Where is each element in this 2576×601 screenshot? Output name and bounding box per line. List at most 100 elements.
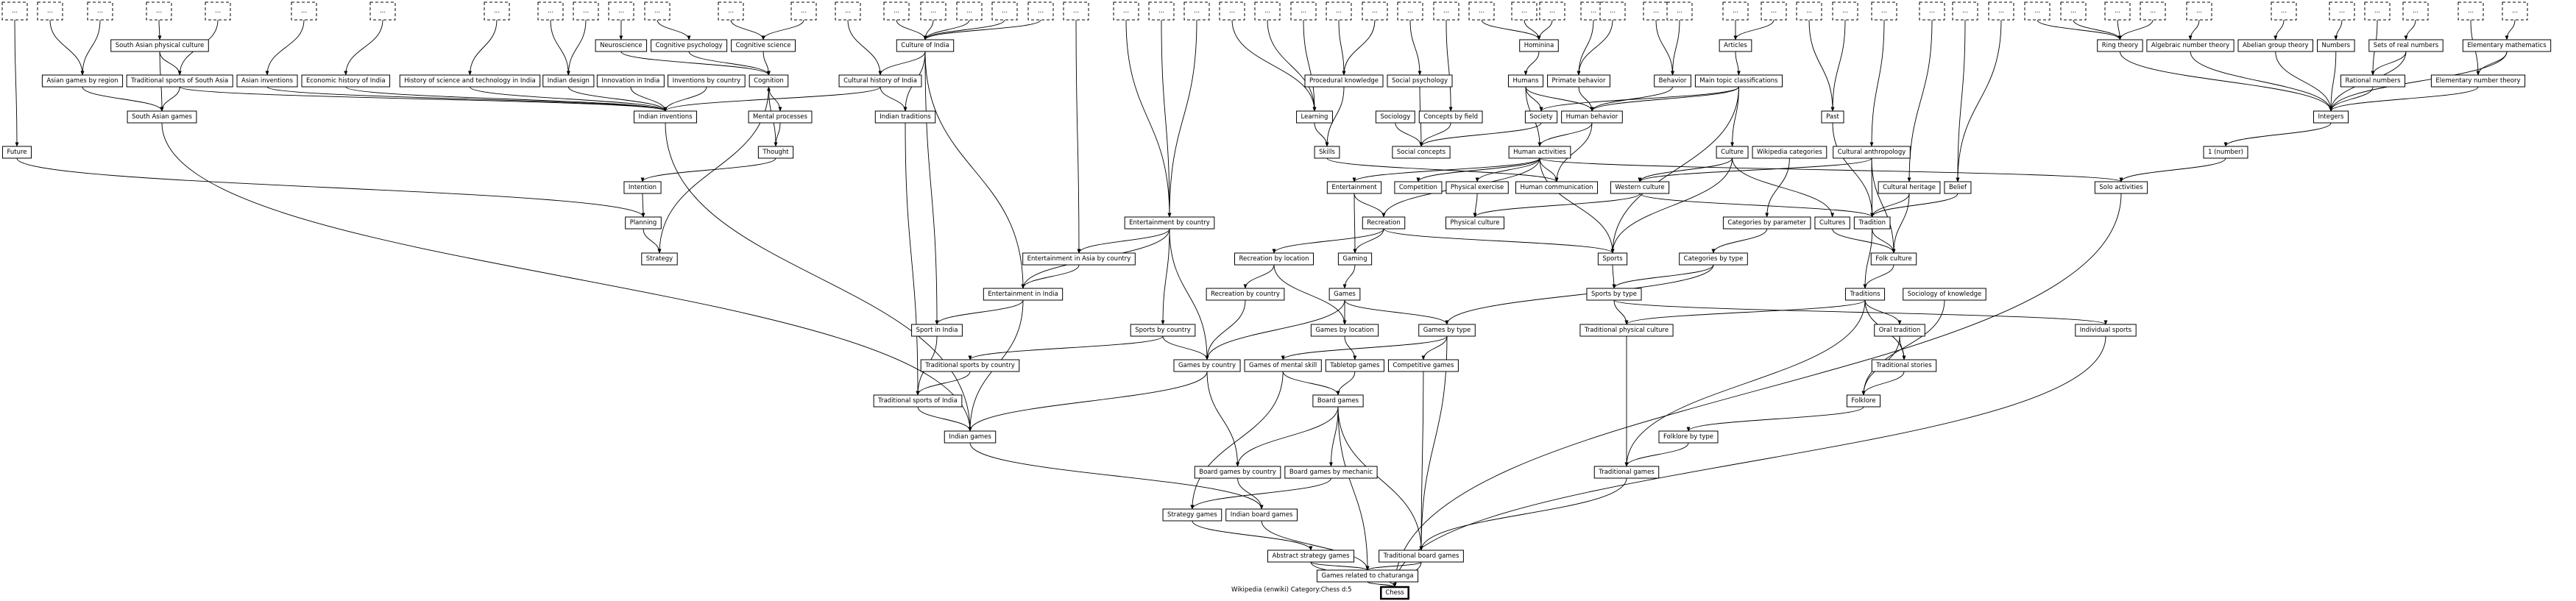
node-traditional-physical-culture[interactable]: Traditional physical culture: [1579, 324, 1674, 337]
node-games-by-country[interactable]: Games by country: [1173, 359, 1241, 372]
node-games-by-location[interactable]: Games by location: [1310, 324, 1379, 337]
stub-node[interactable]: ...: [537, 1, 564, 21]
node-traditional-games[interactable]: Traditional games: [1593, 466, 1660, 479]
stub-node[interactable]: ...: [1871, 1, 1897, 21]
node-concepts-by-field[interactable]: Concepts by field: [1418, 110, 1483, 124]
node-strategy-games[interactable]: Strategy games: [1162, 508, 1222, 522]
node-recreation[interactable]: Recreation: [1362, 216, 1406, 230]
stub-node[interactable]: ...: [2060, 1, 2087, 21]
stub-node[interactable]: ...: [1113, 1, 1139, 21]
stub-node[interactable]: ...: [484, 1, 510, 21]
stub-node[interactable]: ...: [2024, 1, 2050, 21]
stub-node[interactable]: ...: [2458, 1, 2484, 21]
node-sport-in-india[interactable]: Sport in India: [911, 324, 963, 337]
node-physical-culture[interactable]: Physical culture: [1446, 216, 1504, 230]
node-inventions-by-country[interactable]: Inventions by country: [668, 74, 746, 88]
node-cultural-heritage[interactable]: Cultural heritage: [1878, 181, 1941, 194]
node-games-of-mental-skill[interactable]: Games of mental skill: [1244, 359, 1322, 372]
node-cultures[interactable]: Cultures: [1814, 216, 1850, 230]
stub-node[interactable]: ...: [1666, 1, 1693, 21]
node-planning[interactable]: Planning: [625, 216, 662, 230]
node-innovation-in-india[interactable]: Innovation in India: [596, 74, 665, 88]
node-traditional-sports-of-india[interactable]: Traditional sports of India: [873, 394, 963, 408]
node-intention[interactable]: Intention: [623, 181, 662, 194]
node-traditions[interactable]: Traditions: [1844, 288, 1886, 301]
node-articles[interactable]: Articles: [1719, 39, 1752, 52]
node-human-behavior[interactable]: Human behavior: [1561, 110, 1623, 124]
stub-node[interactable]: ...: [1219, 1, 1245, 21]
stub-node[interactable]: ...: [1148, 1, 1175, 21]
node-categories-by-type[interactable]: Categories by type: [1679, 252, 1748, 266]
stub-node[interactable]: ...: [991, 1, 1018, 21]
node-games[interactable]: Games: [1328, 288, 1361, 301]
node-board-games[interactable]: Board games: [1312, 394, 1364, 408]
node-humans[interactable]: Humans: [1507, 74, 1544, 88]
node-1-number[interactable]: 1 (number): [2203, 146, 2248, 159]
stub-node[interactable]: ...: [1027, 1, 1054, 21]
node-sociology-of-knowledge[interactable]: Sociology of knowledge: [1903, 288, 1986, 301]
node-main-topic-classifications[interactable]: Main topic classifications: [1694, 74, 1783, 88]
node-western-culture[interactable]: Western culture: [1610, 181, 1670, 194]
node-recreation-by-country[interactable]: Recreation by country: [1206, 288, 1285, 301]
stub-node[interactable]: ...: [1063, 1, 1089, 21]
node-learning[interactable]: Learning: [1296, 110, 1333, 124]
node-board-games-by-mechanic[interactable]: Board games by mechanic: [1284, 466, 1378, 479]
stub-node[interactable]: ...: [1511, 1, 1538, 21]
node-wikipedia-categories[interactable]: Wikipedia categories: [1752, 146, 1827, 159]
stub-node[interactable]: ...: [2104, 1, 2131, 21]
stub-node[interactable]: ...: [146, 1, 172, 21]
node-board-games-by-country[interactable]: Board games by country: [1194, 466, 1281, 479]
stub-node[interactable]: ...: [1433, 1, 1459, 21]
node-future[interactable]: Future: [1, 146, 32, 159]
node-economic-history-of-india[interactable]: Economic history of India: [301, 74, 391, 88]
node-south-asian-games[interactable]: South Asian games: [127, 110, 197, 124]
node-indian-inventions[interactable]: Indian inventions: [633, 110, 698, 124]
node-oral-tradition[interactable]: Oral tradition: [1874, 324, 1925, 337]
node-ring-theory[interactable]: Ring theory: [2097, 39, 2143, 52]
node-tabletop-games[interactable]: Tabletop games: [1325, 359, 1384, 372]
node-primate-behavior[interactable]: Primate behavior: [1547, 74, 1610, 88]
node-asian-inventions[interactable]: Asian inventions: [236, 74, 298, 88]
node-entertainment[interactable]: Entertainment: [1326, 181, 1382, 194]
node-games-related-to-chaturanga[interactable]: Games related to chaturanga: [1316, 569, 1419, 583]
node-hominina[interactable]: Hominina: [1519, 39, 1559, 52]
stub-node[interactable]: ...: [1290, 1, 1317, 21]
stub-node[interactable]: ...: [2271, 1, 2297, 21]
node-traditional-board-games[interactable]: Traditional board games: [1379, 550, 1464, 563]
node-cultural-anthropology[interactable]: Cultural anthropology: [1833, 146, 1911, 159]
node-traditional-sports-of-south-asia[interactable]: Traditional sports of South Asia: [126, 74, 233, 88]
node-indian-games[interactable]: Indian games: [944, 430, 997, 444]
node-solo-activities[interactable]: Solo activities: [2094, 181, 2148, 194]
node-rational-numbers[interactable]: Rational numbers: [2340, 74, 2406, 88]
node-social-psychology[interactable]: Social psychology: [1387, 74, 1453, 88]
node-elementary-mathematics[interactable]: Elementary mathematics: [2462, 39, 2552, 52]
node-belief[interactable]: Belief: [1944, 181, 1972, 194]
stub-node[interactable]: ...: [2402, 1, 2429, 21]
stub-node[interactable]: ...: [790, 1, 817, 21]
node-thought[interactable]: Thought: [757, 146, 794, 159]
node-mental-processes[interactable]: Mental processes: [748, 110, 813, 124]
stub-node[interactable]: ...: [1988, 1, 2014, 21]
node-strategy[interactable]: Strategy: [641, 252, 678, 266]
node-recreation-by-location[interactable]: Recreation by location: [1234, 252, 1314, 266]
node-culture-of-india[interactable]: Culture of India: [896, 39, 955, 52]
stub-node[interactable]: ...: [644, 1, 670, 21]
node-entertainment-by-country[interactable]: Entertainment by country: [1124, 216, 1215, 230]
node-skills[interactable]: Skills: [1314, 146, 1340, 159]
node-competition[interactable]: Competition: [1394, 181, 1443, 194]
node-entertainment-in-asia-by-country[interactable]: Entertainment in Asia by country: [1022, 252, 1136, 266]
stub-node[interactable]: ...: [1761, 1, 1787, 21]
stub-node[interactable]: ...: [1919, 1, 1945, 21]
node-algebraic-number-theory[interactable]: Algebraic number theory: [2146, 39, 2234, 52]
node-asian-games-by-region[interactable]: Asian games by region: [41, 74, 124, 88]
stub-node[interactable]: ...: [2502, 1, 2528, 21]
stub-node[interactable]: ...: [1539, 1, 1565, 21]
node-human-communication[interactable]: Human communication: [1515, 181, 1599, 194]
stub-node[interactable]: ...: [718, 1, 744, 21]
stub-node[interactable]: ...: [291, 1, 317, 21]
node-cognitive-science[interactable]: Cognitive science: [731, 39, 796, 52]
node-sports-by-type[interactable]: Sports by type: [1586, 288, 1642, 301]
node-history-of-science-and-technology-in-india[interactable]: History of science and technology in Ind…: [399, 74, 541, 88]
node-competitive-games[interactable]: Competitive games: [1387, 359, 1459, 372]
stub-node[interactable]: ...: [1599, 1, 1626, 21]
